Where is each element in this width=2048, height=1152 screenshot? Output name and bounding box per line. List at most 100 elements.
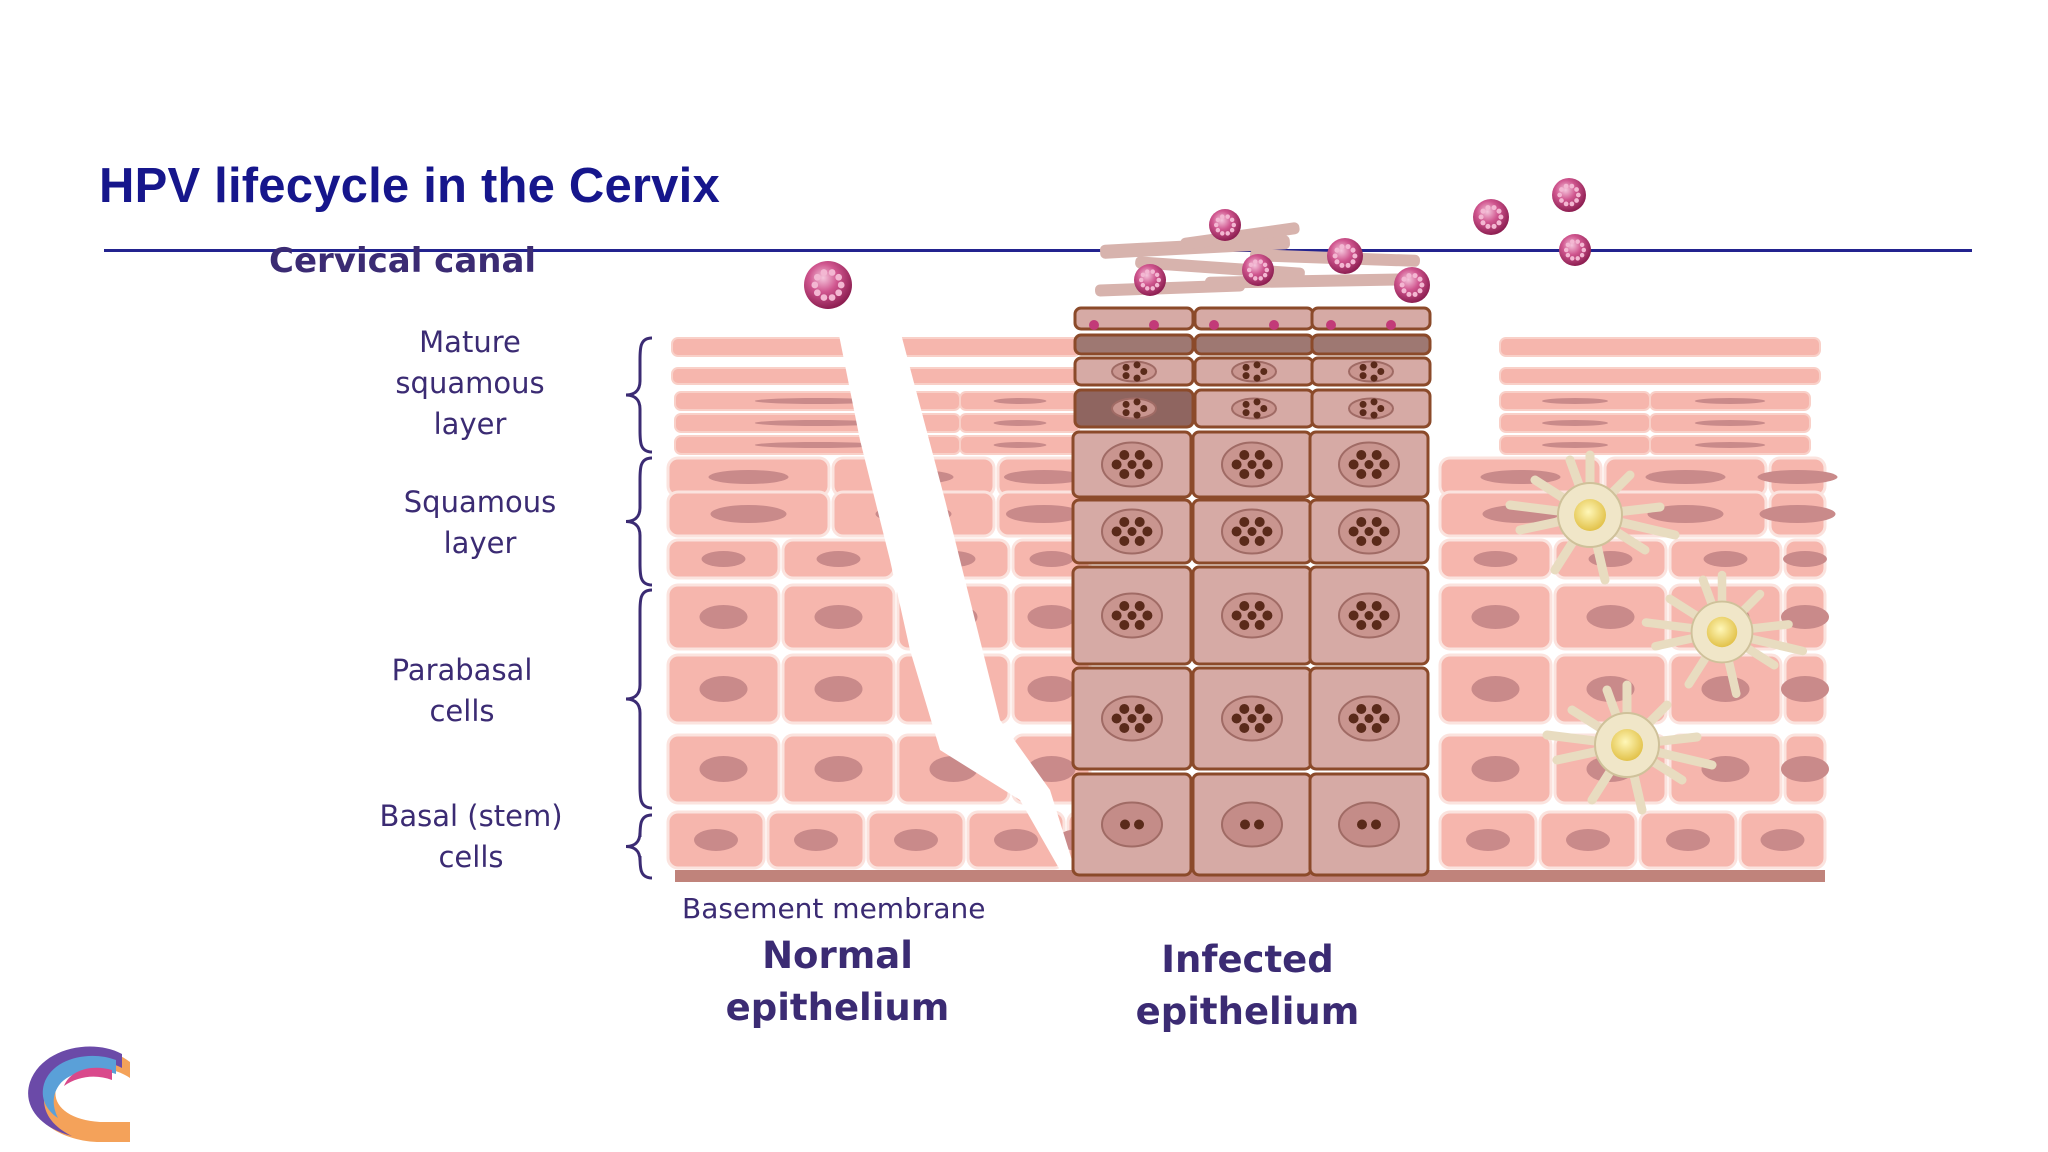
virus-particle-icon [1134,264,1166,296]
infected-cell [1310,306,1432,331]
viral-dna-granule [1127,460,1137,469]
capsomere [1229,227,1235,233]
viral-dna-granule [1356,449,1367,460]
episome [1240,819,1250,830]
capsomere [1579,252,1585,258]
normal-cell-nucleus [1645,470,1726,484]
capsomere [1491,205,1497,211]
dendritic-nucleus [1706,616,1738,648]
progeny-virion [1149,320,1159,330]
layer-braces [625,336,653,880]
virion-capsid [1394,267,1430,303]
normal-cell-nucleus [1471,756,1520,782]
viral-dna-granule [1371,703,1382,714]
viral-dna-granule [1356,600,1367,611]
viral-dna-granule [1242,400,1250,408]
mature-label-line-1: Mature [419,325,521,359]
capsomere [828,269,836,276]
viral-dna-granule [1247,527,1257,536]
flat-nucleus [754,442,881,448]
parabasal-label-line-2: cells [429,694,495,728]
capsomere [1145,286,1150,291]
virus-particle-icon [804,261,852,309]
viral-dna-granule [1379,459,1390,470]
shed-squame [1180,222,1300,250]
virion-capsid [804,261,852,309]
normal-cell-nucleus [701,551,746,567]
normal-cell-nucleus [699,676,748,702]
viral-dna-granule [1371,620,1382,631]
viral-dna-granule [1348,610,1359,621]
viral-dna-granule [1142,459,1153,470]
viral-dna-granule [1242,372,1250,380]
virion-capsid [1242,254,1274,286]
capsomere [828,294,836,301]
mature-label-line-2: squamous [395,366,545,400]
dendritic-cell [1542,680,1717,815]
basal-nucleus [1221,801,1283,848]
viral-dna-granule [1254,449,1265,460]
viral-dna-granule [1371,469,1382,480]
capsomere [1485,205,1491,211]
viral-dna-granule [1122,409,1130,417]
normal-cell-nucleus [1781,605,1829,629]
normal-cell-nucleus [710,505,787,523]
capsomere [1253,276,1258,281]
viral-dna-granule [1254,600,1265,611]
viral-dna-granule [1127,611,1137,620]
capsomere [1399,282,1405,288]
normal-cell-nucleus [814,605,863,629]
capsomere [1563,183,1569,189]
capsomere [1154,282,1160,288]
viral-dna-granule [1119,703,1130,714]
viral-dna-granule [1364,527,1374,536]
parabasal-label-line-1: Parabasal [391,653,533,687]
virus-particle-icon [1209,209,1241,241]
flat-nucleus [993,398,1047,404]
viral-dna-granule [1119,469,1130,480]
virus-particle-icon [1473,199,1509,235]
capsomere [1491,223,1497,229]
normal-label-line-1: Normal [762,934,913,977]
capsomere [837,281,845,289]
viral-dna-granule [1379,713,1390,724]
cervical-canal-label: Cervical canal [269,241,537,281]
capsomere [1478,214,1484,220]
capsomere [1150,269,1155,274]
normal-cell-nucleus [1466,829,1510,851]
viral-dna-granule [1348,713,1359,724]
capsomere [1253,259,1258,264]
capsomere [820,294,828,301]
capsomere [1350,247,1356,253]
normal-cell-nucleus [708,470,789,484]
normal-cell-nucleus [1027,676,1076,702]
infected-cell [1193,333,1315,356]
capsomere [1264,267,1270,273]
viral-dna-granule [1231,526,1242,537]
viral-dna-granule [1253,361,1261,369]
viral-dna-granule [1134,703,1145,714]
capsomere [1574,187,1579,192]
infected-cell [1073,333,1195,356]
viral-dna-granule [1127,714,1137,723]
virion-capsid [1473,199,1509,235]
capsomere [1248,262,1254,268]
capsomere [1569,183,1575,189]
episome [1120,819,1130,830]
capsomere [1570,256,1575,261]
infected-cell [1310,333,1432,356]
squamous-label-line-1: Squamous [403,485,557,519]
capsomere [811,281,819,289]
viral-dna-granule [1371,536,1382,547]
flat-nucleus [993,420,1047,426]
title-underline [104,249,1972,252]
capsomere [1581,247,1587,253]
viral-dna-granule [1262,526,1273,537]
viral-dna-granule [1364,460,1374,469]
capsomere [1350,259,1356,265]
flat-nucleus [1542,420,1608,426]
viral-dna-granule [1253,411,1261,419]
viral-dna-granule [1239,703,1250,714]
flat-nucleus [754,398,881,404]
